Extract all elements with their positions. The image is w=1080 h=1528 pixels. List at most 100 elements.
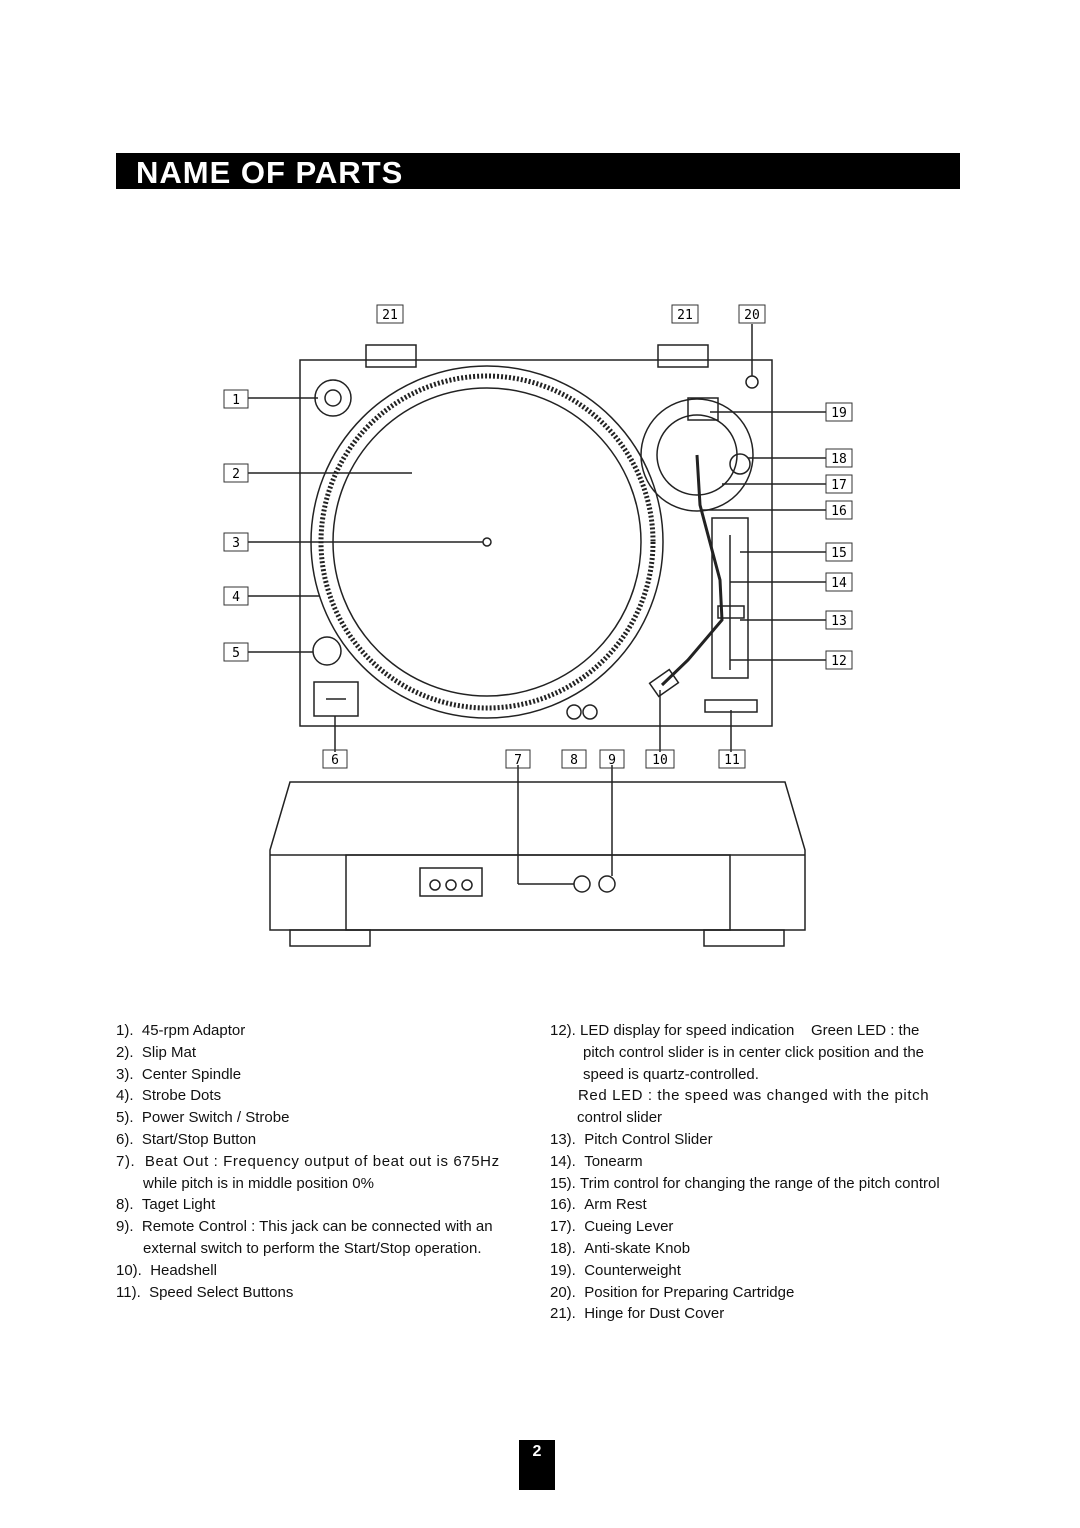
svg-text:7: 7 bbox=[514, 753, 522, 768]
callout-18: 18 bbox=[825, 448, 853, 468]
svg-text:4: 4 bbox=[232, 590, 240, 605]
turntable-plinth bbox=[299, 359, 773, 727]
list-item: 5). Power Switch / Strobe bbox=[116, 1109, 290, 1127]
beat-out-jack bbox=[573, 875, 591, 893]
hinge-left bbox=[365, 344, 417, 368]
svg-text:19: 19 bbox=[831, 406, 847, 421]
callout-21-right: 21 bbox=[671, 304, 699, 324]
list-item: 10). Headshell bbox=[116, 1261, 217, 1279]
callout-1: 1 bbox=[223, 389, 249, 409]
svg-text:14: 14 bbox=[831, 576, 847, 591]
cartridge-position bbox=[745, 375, 759, 389]
callout-labels: 1 2 3 4 5 6 7 8 9 10 11 12 13 14 15 16 1… bbox=[223, 304, 853, 769]
turntable-illustration: 1 2 3 4 5 6 7 8 9 10 11 12 13 14 15 16 1… bbox=[223, 304, 853, 947]
callout-14: 14 bbox=[825, 572, 853, 592]
svg-text:5: 5 bbox=[232, 646, 240, 661]
list-item: 2). Slip Mat bbox=[116, 1043, 197, 1061]
svg-text:1: 1 bbox=[232, 393, 240, 408]
callout-13: 13 bbox=[825, 610, 853, 630]
section-title-bar: NAME OF PARTS bbox=[116, 153, 960, 190]
callout-11: 11 bbox=[718, 749, 746, 769]
list-item-continuation: while pitch is in middle position 0% bbox=[143, 1174, 374, 1192]
svg-text:6: 6 bbox=[331, 753, 339, 768]
list-item: 7). Beat Out : Frequency output of beat … bbox=[116, 1152, 500, 1170]
callout-6: 6 bbox=[322, 749, 348, 769]
callout-5: 5 bbox=[223, 642, 249, 662]
svg-text:11: 11 bbox=[724, 753, 740, 768]
list-item: 11). Speed Select Buttons bbox=[116, 1283, 294, 1301]
tonearm-base bbox=[640, 398, 754, 512]
list-item-continuation: control slider bbox=[577, 1109, 663, 1127]
list-item-continuation: speed is quartz-controlled. bbox=[583, 1065, 759, 1083]
list-item: 12). LED display for speed indication Gr… bbox=[550, 1022, 920, 1039]
callout-4: 4 bbox=[223, 586, 249, 606]
pitch-slider-panel bbox=[711, 517, 749, 679]
callout-9: 9 bbox=[599, 749, 625, 769]
list-item: 6). Start/Stop Button bbox=[116, 1130, 257, 1148]
list-item: 8). Taget Light bbox=[116, 1196, 216, 1214]
callout-19: 19 bbox=[825, 402, 853, 422]
remote-control-jack bbox=[598, 875, 616, 893]
start-stop-button bbox=[313, 681, 359, 717]
list-item: 1). 45-rpm Adaptor bbox=[116, 1022, 246, 1039]
list-item: 9). Remote Control : This jack can be co… bbox=[116, 1218, 493, 1236]
parts-list-left: 1). 45-rpm Adaptor 2). Slip Mat 3). Cent… bbox=[116, 1020, 536, 1303]
power-knob bbox=[312, 636, 342, 666]
list-item: 18). Anti-skate Knob bbox=[550, 1239, 691, 1257]
svg-text:10: 10 bbox=[652, 753, 668, 768]
tonearm bbox=[660, 454, 724, 687]
svg-text:17: 17 bbox=[831, 478, 847, 493]
list-item: 14). Tonearm bbox=[550, 1152, 643, 1170]
callout-15: 15 bbox=[825, 542, 853, 562]
center-spindle bbox=[482, 537, 492, 547]
list-item: 15). Trim control for changing the range… bbox=[550, 1174, 940, 1192]
svg-text:18: 18 bbox=[831, 452, 847, 467]
callout-20: 20 bbox=[738, 304, 766, 324]
hinge-right bbox=[657, 344, 709, 368]
svg-text:16: 16 bbox=[831, 504, 847, 519]
callout-17: 17 bbox=[825, 474, 853, 494]
parts-list-right: 12). LED display for speed indication Gr… bbox=[550, 1020, 962, 1325]
callout-2: 2 bbox=[223, 463, 249, 483]
svg-text:15: 15 bbox=[831, 546, 847, 561]
list-item-continuation: external switch to perform the Start/Sto… bbox=[143, 1239, 482, 1257]
svg-text:12: 12 bbox=[831, 654, 847, 669]
list-item: 4). Strobe Dots bbox=[116, 1087, 222, 1105]
svg-text:8: 8 bbox=[570, 753, 578, 768]
pitch-slider bbox=[717, 605, 745, 619]
headshell bbox=[648, 668, 680, 698]
rca-outputs bbox=[419, 867, 483, 897]
page-number: 2 bbox=[519, 1440, 555, 1490]
callout-10: 10 bbox=[645, 749, 675, 769]
rpm-adaptor bbox=[314, 379, 352, 417]
callout-7: 7 bbox=[505, 749, 531, 769]
svg-text:21: 21 bbox=[677, 308, 693, 323]
rear-foot-right bbox=[703, 929, 785, 947]
svg-text:13: 13 bbox=[831, 614, 847, 629]
svg-text:20: 20 bbox=[744, 308, 760, 323]
list-item: 17). Cueing Lever bbox=[550, 1218, 674, 1236]
svg-text:3: 3 bbox=[232, 536, 240, 551]
svg-text:9: 9 bbox=[608, 753, 616, 768]
counterweight bbox=[687, 397, 719, 421]
list-item: 3). Center Spindle bbox=[116, 1065, 242, 1083]
callout-16: 16 bbox=[825, 500, 853, 520]
callout-12: 12 bbox=[825, 650, 853, 670]
list-item-continuation: Red LED : the speed was changed with the… bbox=[578, 1087, 930, 1105]
rear-foot-left bbox=[289, 929, 371, 947]
svg-text:2: 2 bbox=[232, 467, 240, 482]
callout-8: 8 bbox=[561, 749, 587, 769]
target-light bbox=[566, 704, 582, 720]
svg-text:21: 21 bbox=[382, 308, 398, 323]
page-title: NAME OF PARTS bbox=[136, 155, 404, 190]
rear-view-body bbox=[269, 781, 806, 931]
callout-21-left: 21 bbox=[376, 304, 404, 324]
turntable-diagram: 1 2 3 4 5 6 7 8 9 10 11 12 13 14 15 16 1… bbox=[0, 290, 1080, 960]
list-item-continuation: pitch control slider is in center click … bbox=[583, 1043, 925, 1061]
list-item: 20). Position for Preparing Cartridge bbox=[550, 1283, 795, 1301]
list-item: 21). Hinge for Dust Cover bbox=[550, 1305, 725, 1323]
list-item: 13). Pitch Control Slider bbox=[550, 1130, 713, 1148]
anti-skate-knob bbox=[729, 453, 751, 475]
list-item: 16). Arm Rest bbox=[550, 1196, 647, 1214]
list-item: 19). Counterweight bbox=[550, 1261, 681, 1279]
